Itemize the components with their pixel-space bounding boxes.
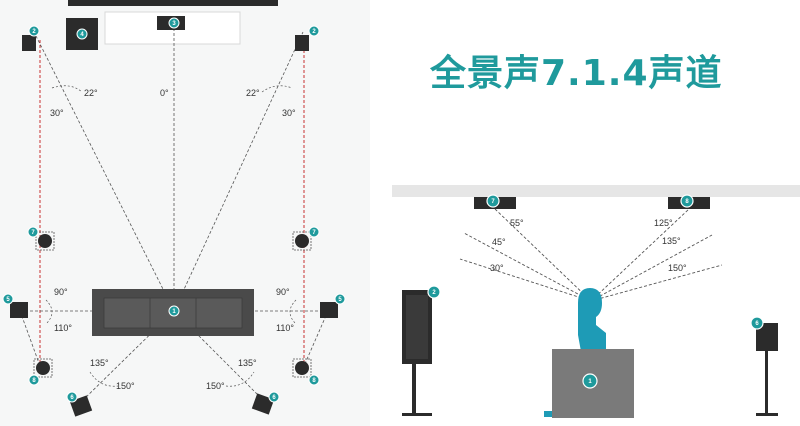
- side-line-125: [590, 208, 690, 302]
- ceiling: [392, 185, 800, 197]
- angle-label-150-left: 150°: [116, 381, 135, 391]
- svg-text:2: 2: [432, 290, 436, 296]
- line-front-right: [173, 31, 304, 312]
- angle-label-30-right: 30°: [282, 108, 296, 118]
- badge-top-front-left: 7: [27, 226, 39, 238]
- side-angle-30: 30°: [490, 263, 504, 273]
- surround-speaker: [756, 323, 778, 416]
- side-angle-135: 135°: [662, 236, 681, 246]
- angle-label-135-left: 135°: [90, 358, 109, 368]
- angle-label-90-left: 90°: [54, 287, 68, 297]
- svg-text:6: 6: [272, 395, 276, 401]
- angle-label-110-right: 110°: [276, 323, 294, 333]
- side-badge-listener: 1: [582, 373, 598, 389]
- arc-side-left: [45, 299, 53, 325]
- svg-text:4: 4: [80, 32, 84, 38]
- badge-rear-right: 6: [268, 391, 280, 403]
- angle-label-90-right: 90°: [276, 287, 290, 297]
- svg-text:3: 3: [172, 21, 176, 27]
- angle-label-135-right: 135°: [238, 358, 257, 368]
- badge-rear-left: 6: [66, 391, 78, 403]
- arc-rear-right: [225, 371, 255, 387]
- svg-text:5: 5: [338, 297, 342, 303]
- svg-text:8: 8: [32, 378, 36, 384]
- badge-top-rear-right: 8: [308, 374, 320, 386]
- badge-listener: 1: [168, 305, 180, 317]
- svg-text:2: 2: [312, 29, 316, 35]
- svg-text:7: 7: [491, 199, 495, 205]
- badge-top-rear-left: 8: [28, 374, 40, 386]
- svg-text:2: 2: [32, 29, 36, 35]
- angle-label-110-left: 110°: [54, 323, 72, 333]
- angle-label-22-right: 22°: [246, 88, 260, 98]
- arc-side-right: [289, 299, 297, 325]
- svg-text:6: 6: [755, 321, 759, 327]
- side-line-135: [590, 234, 713, 302]
- badge-top-front-right: 7: [308, 226, 320, 238]
- badge-front-left: 2: [28, 25, 40, 37]
- side-badge-surround: 6: [750, 316, 764, 330]
- badge-center: 3: [168, 17, 180, 29]
- line-side-left-110: [19, 310, 41, 367]
- arc-front-left: [51, 85, 83, 93]
- side-right-speaker: [320, 302, 338, 318]
- side-badge-top-rear: 8: [680, 194, 694, 208]
- front-right-speaker: [295, 35, 309, 51]
- top-front-left-speaker: [35, 231, 55, 251]
- side-angle-45: 45°: [492, 237, 506, 247]
- front-floor-speaker: [402, 290, 432, 416]
- top-rear-right-speaker: [292, 358, 312, 378]
- side-badge-top-front: 7: [486, 194, 500, 208]
- side-angle-55: 55°: [510, 218, 524, 228]
- top-view-diagram: 0° 22° 30° 22° 30° 90° 110° 90° 110° 135…: [0, 0, 370, 426]
- line-front-left: [33, 31, 175, 312]
- front-left-speaker: [22, 35, 36, 51]
- side-angle-150: 150°: [668, 263, 687, 273]
- page-title: 全景声7.1.4声道: [430, 53, 723, 94]
- badge-side-right: 5: [334, 293, 346, 305]
- svg-text:7: 7: [31, 230, 35, 236]
- side-left-speaker: [10, 302, 28, 318]
- svg-text:5: 5: [6, 297, 10, 303]
- svg-text:6: 6: [70, 395, 74, 401]
- side-angle-125: 125°: [654, 218, 673, 228]
- svg-text:8: 8: [312, 378, 316, 384]
- top-rear-left-speaker: [33, 358, 53, 378]
- side-view-diagram: 55° 45° 30° 125° 135° 150° 7 8 2 6: [392, 185, 800, 418]
- tv-screen: [68, 0, 278, 6]
- side-line-150: [590, 264, 723, 302]
- svg-text:7: 7: [312, 230, 316, 236]
- svg-text:1: 1: [172, 309, 176, 315]
- side-line-30: [459, 258, 592, 302]
- badge-front-right: 2: [308, 25, 320, 37]
- angle-label-30-left: 30°: [50, 108, 64, 118]
- rear-right-speaker: [251, 393, 275, 415]
- line-side-right-110: [303, 310, 329, 367]
- angle-label-150-right: 150°: [206, 381, 225, 391]
- side-badge-front: 2: [427, 285, 441, 299]
- side-line-45: [463, 232, 592, 302]
- angle-label-0: 0°: [160, 88, 169, 98]
- top-front-right-speaker: [292, 231, 312, 251]
- svg-text:8: 8: [685, 199, 689, 205]
- side-line-55: [494, 208, 592, 302]
- svg-text:1: 1: [588, 379, 592, 385]
- arc-rear-left: [89, 371, 119, 387]
- arc-front-right: [261, 85, 293, 93]
- angle-label-22-left: 22°: [84, 88, 98, 98]
- badge-side-left: 5: [2, 293, 14, 305]
- badge-subwoofer: 4: [76, 28, 88, 40]
